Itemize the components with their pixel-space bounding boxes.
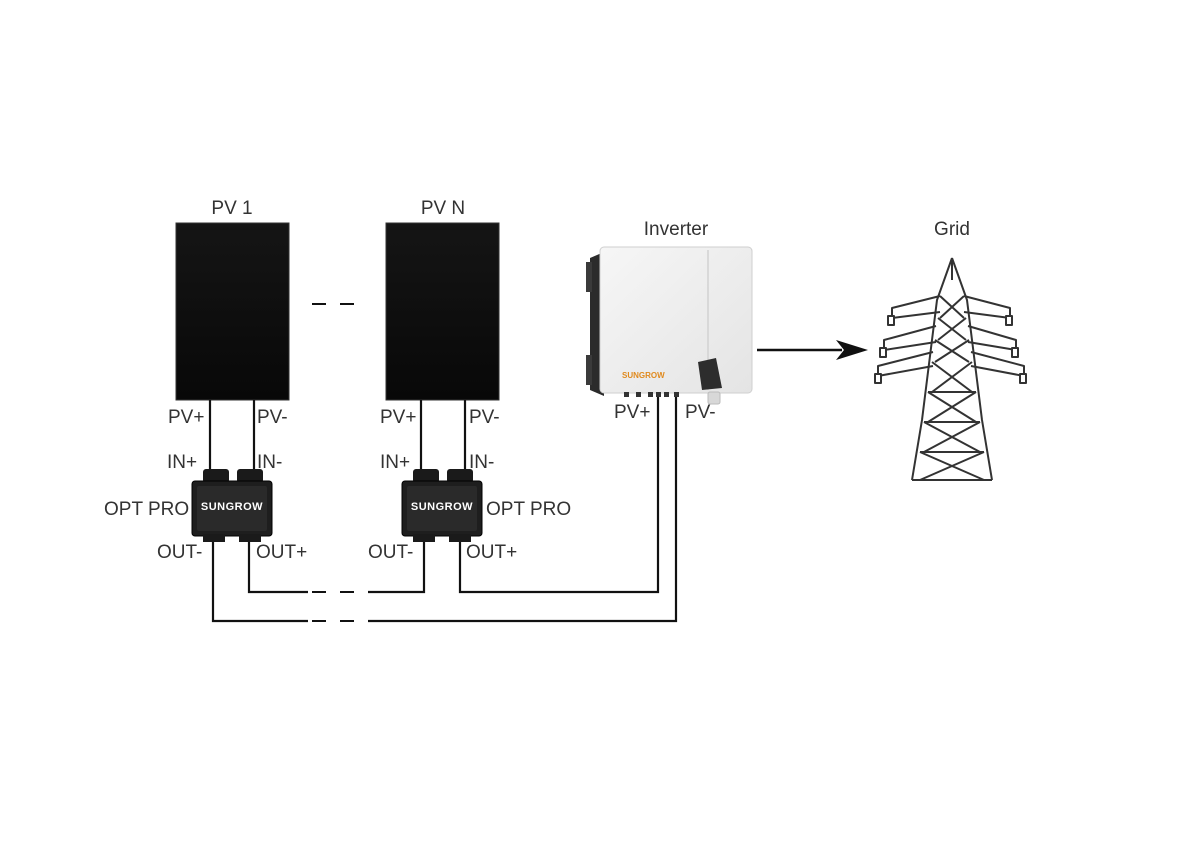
pv1-title: PV 1: [211, 198, 252, 219]
opt1-out-plus-wire: [247, 540, 308, 594]
return-to-inverter-wire: [368, 392, 678, 623]
opt1-brand-logo: SUNGROW: [201, 501, 263, 513]
optn-out-plus-label: OUT+: [466, 542, 517, 563]
pv1-group: PV 1 PV+ PV-: [168, 198, 290, 428]
inverter-brand-logo: SUNGROW: [622, 371, 665, 380]
optn-brand-logo: SUNGROW: [411, 501, 473, 513]
pvn-title: PV N: [421, 198, 465, 219]
pvn-pv-plus-label: PV+: [380, 407, 416, 428]
optn-out-minus-label: OUT-: [368, 542, 413, 563]
optn-out-plus-to-inverter-wire: [458, 392, 660, 594]
optimizer-n: IN+ IN- SUNGROW OPT PRO OUT- OUT+: [368, 452, 571, 563]
wiring: [208, 392, 678, 623]
inverter: Inverter SUNGROW PV+ PV-: [586, 219, 753, 423]
opt1-input-connector-minus: [237, 469, 263, 483]
pvn-pv-minus-label: PV-: [469, 407, 500, 428]
inverter-pv-minus-label: PV-: [685, 402, 716, 423]
optn-out-minus-wire: [368, 540, 426, 594]
opt1-out-minus-wire: [211, 540, 308, 623]
opt1-out-plus-label: OUT+: [256, 542, 307, 563]
pvn-solar-panel: [385, 222, 500, 401]
optn-input-connector-minus: [447, 469, 473, 483]
pv1-pv-minus-label: PV-: [257, 407, 288, 428]
pvn-group: PV N PV+ PV-: [380, 198, 500, 428]
ac-output-arrow: [757, 340, 868, 360]
opt1-label: OPT PRO: [104, 499, 189, 520]
opt1-in-minus-label: IN-: [257, 452, 282, 473]
optn-in-minus-label: IN-: [469, 452, 494, 473]
optn-in-plus-label: IN+: [380, 452, 410, 473]
grid-title: Grid: [934, 219, 970, 240]
arrow-head-icon: [836, 340, 868, 360]
pv1-solar-panel: [175, 222, 290, 401]
inverter-pv-plus-label: PV+: [614, 402, 650, 423]
dc-switch-icon: [698, 358, 722, 390]
optimizer-1: IN+ IN- SUNGROW OPT PRO OUT- OUT+: [104, 452, 307, 563]
opt1-out-minus-label: OUT-: [157, 542, 202, 563]
inverter-title: Inverter: [644, 219, 709, 240]
opt1-in-plus-label: IN+: [167, 452, 197, 473]
grid-tower-icon: Grid: [874, 219, 1027, 481]
pv1-pv-plus-label: PV+: [168, 407, 204, 428]
optn-input-connector-plus: [413, 469, 439, 483]
opt1-input-connector-plus: [203, 469, 229, 483]
optn-label: OPT PRO: [486, 499, 571, 520]
